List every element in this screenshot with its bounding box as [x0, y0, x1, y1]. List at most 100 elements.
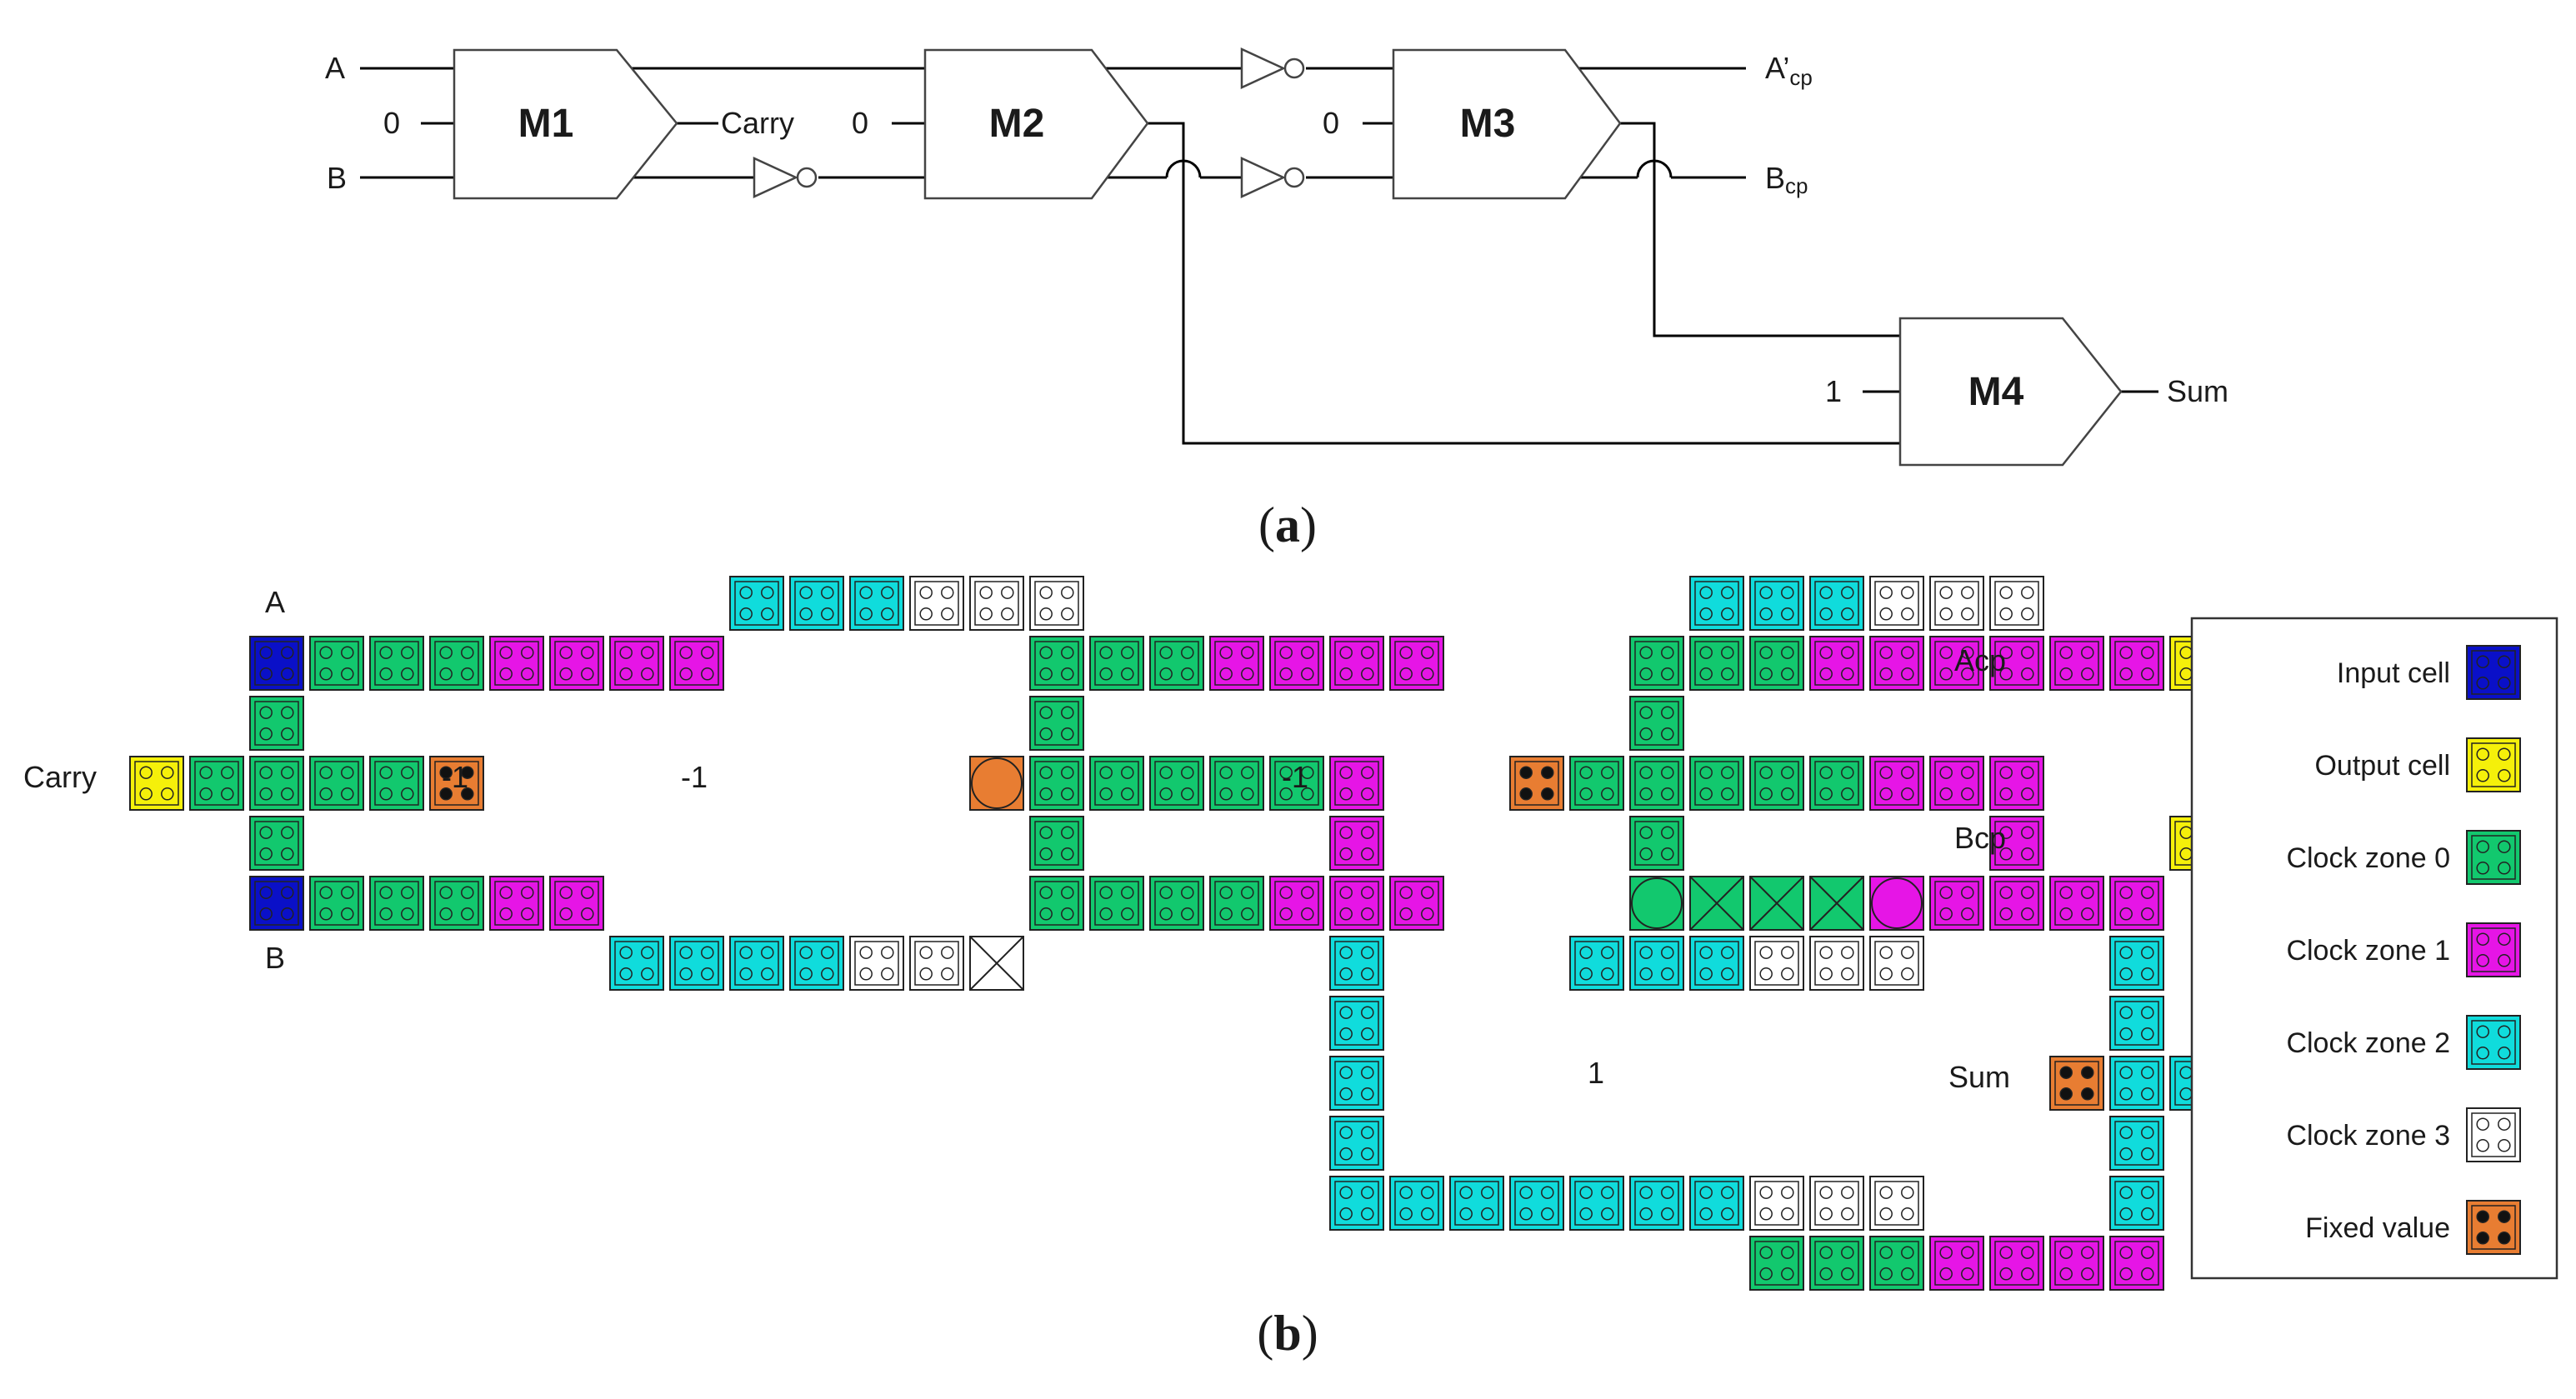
- qca-cell-clock0: [1749, 1236, 1804, 1291]
- qca-cell-clock2: [2109, 936, 2164, 991]
- qca-cell-clock1: [549, 636, 604, 691]
- qca-cell-clock1: [2049, 636, 2104, 691]
- fixed-value-label: -1: [442, 760, 468, 794]
- qca-cell-clock3: [909, 576, 964, 631]
- qca-cell-input: [249, 636, 304, 691]
- qca-cell-clock0: [1149, 876, 1204, 931]
- qca-cell-clock1: [1989, 636, 2044, 691]
- qca-cell-clock3: [849, 936, 904, 991]
- layout-input-a-label: A: [265, 585, 285, 619]
- qca-cell-clock0: [1089, 756, 1144, 811]
- fixed-value-label: 1: [1588, 1056, 1604, 1090]
- qca-cell-clock2: [1629, 1176, 1684, 1231]
- caption-b: (b): [1257, 1306, 1318, 1361]
- qca-cell-clock2: [1329, 1056, 1384, 1111]
- qca-cell-clock0: [1569, 756, 1624, 811]
- qca-cell-clock1: [1809, 636, 1864, 691]
- qca-cell-clock2: [1689, 576, 1744, 631]
- qca-cell-clock2: [669, 936, 724, 991]
- qca-cell-clock2: [1329, 1116, 1384, 1171]
- qca-cell-clock0: [1749, 876, 1804, 931]
- caption-a: (a): [1258, 497, 1317, 552]
- qca-cell-clock1: [2049, 1236, 2104, 1291]
- layout-acp-label: Acp: [1954, 643, 2006, 677]
- qca-cell-clock0: [1629, 876, 1684, 931]
- qca-cell-clock2: [1629, 936, 1684, 991]
- qca-cell-clock3: [1749, 936, 1804, 991]
- legend-swatch: [2466, 737, 2521, 792]
- qca-cell-clock3: [1869, 936, 1924, 991]
- qca-cell-clock2: [609, 936, 664, 991]
- gate-m4: M4: [1898, 317, 2123, 467]
- qca-cell-clock2: [1689, 936, 1744, 991]
- qca-cell-clock1: [1989, 816, 2044, 871]
- qca-cell-clock0: [1029, 756, 1084, 811]
- legend-swatch: [2466, 830, 2521, 885]
- qca-cell-clock0: [1149, 636, 1204, 691]
- qca-cell-clock1: [669, 636, 724, 691]
- qca-cell-clock0: [1089, 636, 1144, 691]
- gate-label: M1: [518, 102, 574, 146]
- qca-cell-clock1: [1329, 816, 1384, 871]
- qca-cell-clock0: [1809, 756, 1864, 811]
- legend-item: Clock zone 3: [2286, 1107, 2521, 1162]
- qca-cell-grid: [129, 576, 2344, 1291]
- qca-cell-clock1: [489, 876, 544, 931]
- legend-item: Clock zone 0: [2286, 830, 2521, 885]
- qca-cell-clock1: [1929, 1236, 1984, 1291]
- qca-cell-clock1: [1989, 876, 2044, 931]
- qca-cell-clock1: [1869, 636, 1924, 691]
- qca-cell-clock1: [1929, 636, 1984, 691]
- qca-cell-clock3: [1809, 936, 1864, 991]
- fixed-value-label: -1: [681, 760, 708, 794]
- gate-m1: M1: [453, 48, 678, 200]
- qca-cell-clock1: [2049, 876, 2104, 931]
- qca-cell-clock1: [1389, 636, 1444, 691]
- qca-cell-clock2: [1689, 1176, 1744, 1231]
- qca-cell-clock2: [789, 576, 844, 631]
- qca-cell-fixed: [969, 756, 1024, 811]
- schematic-wires: [360, 67, 2158, 445]
- qca-cell-clock3: [1929, 576, 1984, 631]
- qca-cell-output: [129, 756, 184, 811]
- qca-cell-clock0: [1689, 636, 1744, 691]
- output-acp-label: A’cp: [1765, 51, 1813, 90]
- qca-cell-clock0: [369, 636, 424, 691]
- qca-cell-clock1: [1869, 756, 1924, 811]
- qca-cell-clock1: [549, 876, 604, 931]
- legend-label: Clock zone 0: [2286, 842, 2450, 874]
- qca-cell-clock0: [1749, 756, 1804, 811]
- qca-cell-clock2: [729, 576, 784, 631]
- qca-cell-clock3: [1029, 576, 1084, 631]
- qca-cell-clock2: [1569, 1176, 1624, 1231]
- gate-label: M4: [1968, 370, 2024, 414]
- legend-label: Output cell: [2314, 750, 2450, 782]
- qca-cell-clock1: [1989, 756, 2044, 811]
- qca-cell-clock0: [1809, 876, 1864, 931]
- gate-m3: M3: [1392, 48, 1622, 200]
- qca-cell-clock2: [2109, 1176, 2164, 1231]
- qca-cell-clock1: [1329, 756, 1384, 811]
- legend-swatch: [2466, 1107, 2521, 1162]
- qca-cell-clock0: [1629, 696, 1684, 751]
- legend-item: Input cell: [2337, 645, 2521, 700]
- qca-cell-clock0: [309, 756, 364, 811]
- qca-cell-clock1: [1869, 876, 1924, 931]
- layout-input-b-label: B: [265, 941, 285, 975]
- qca-cell-clock0: [1869, 1236, 1924, 1291]
- qca-cell-clock3: [909, 936, 964, 991]
- legend-label: Clock zone 3: [2286, 1120, 2450, 1152]
- qca-cell-clock0: [1029, 636, 1084, 691]
- qca-cell-clock1: [2109, 1236, 2164, 1291]
- qca-cell-clock0: [1209, 756, 1264, 811]
- qca-cell-clock0: [1149, 756, 1204, 811]
- layout-bcp-label: Bcp: [1954, 821, 2006, 855]
- qca-cell-clock3: [1749, 1176, 1804, 1231]
- qca-cell-clock2: [1569, 936, 1624, 991]
- qca-cell-clock2: [1329, 1176, 1384, 1231]
- qca-cell-clock3: [1809, 1176, 1864, 1231]
- constant-0-label: 0: [852, 106, 868, 140]
- qca-cell-clock3: [1869, 576, 1924, 631]
- legend-item: Clock zone 2: [2286, 1015, 2521, 1070]
